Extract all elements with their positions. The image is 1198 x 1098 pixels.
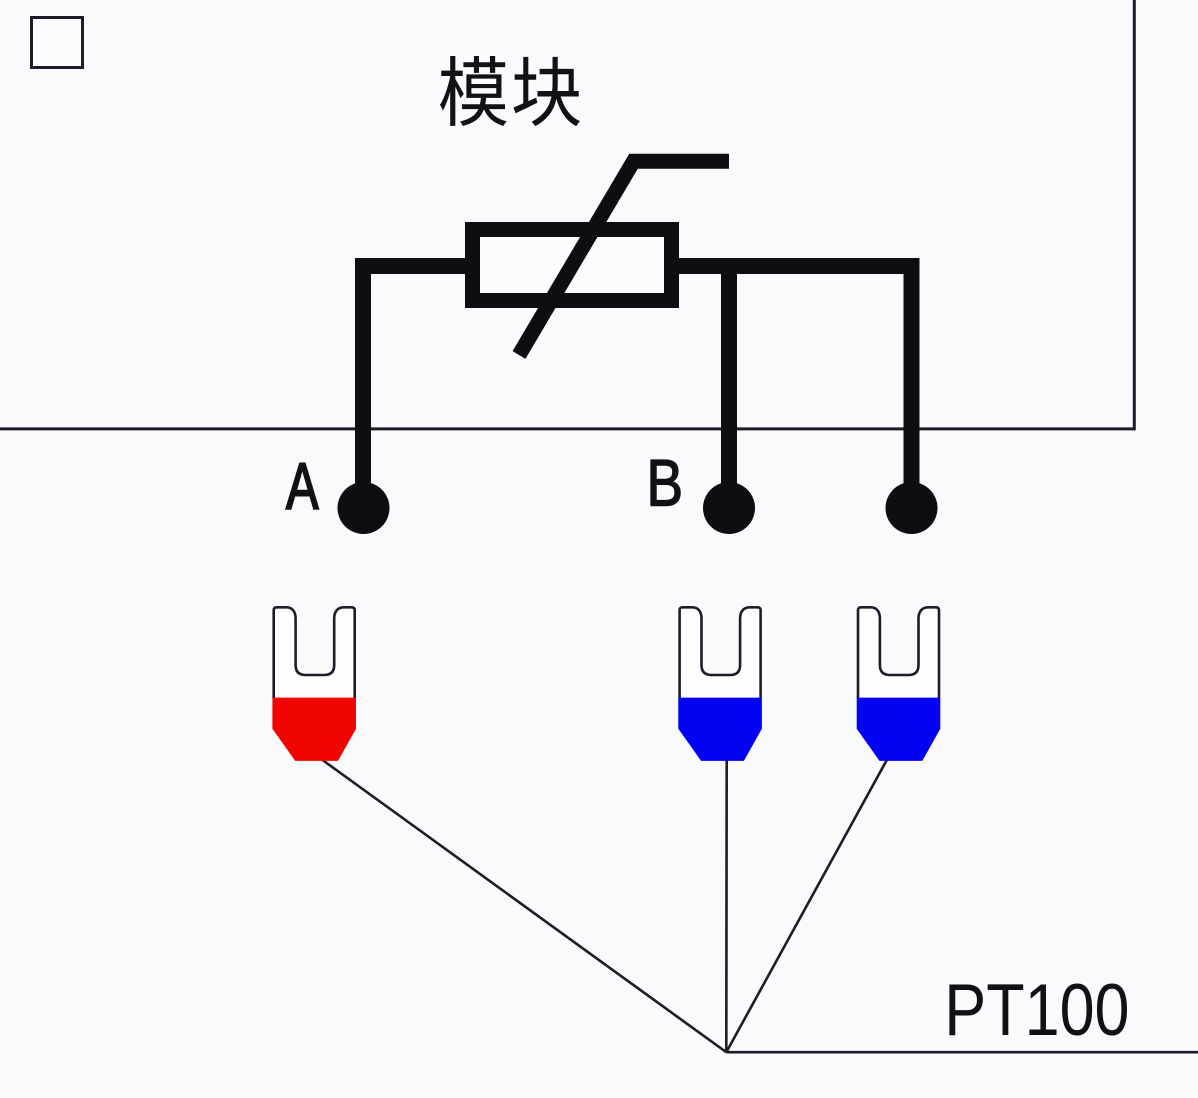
svg-text:A: A [286, 450, 319, 524]
svg-text:B: B [647, 446, 684, 520]
svg-text:PT100: PT100 [944, 970, 1129, 1052]
